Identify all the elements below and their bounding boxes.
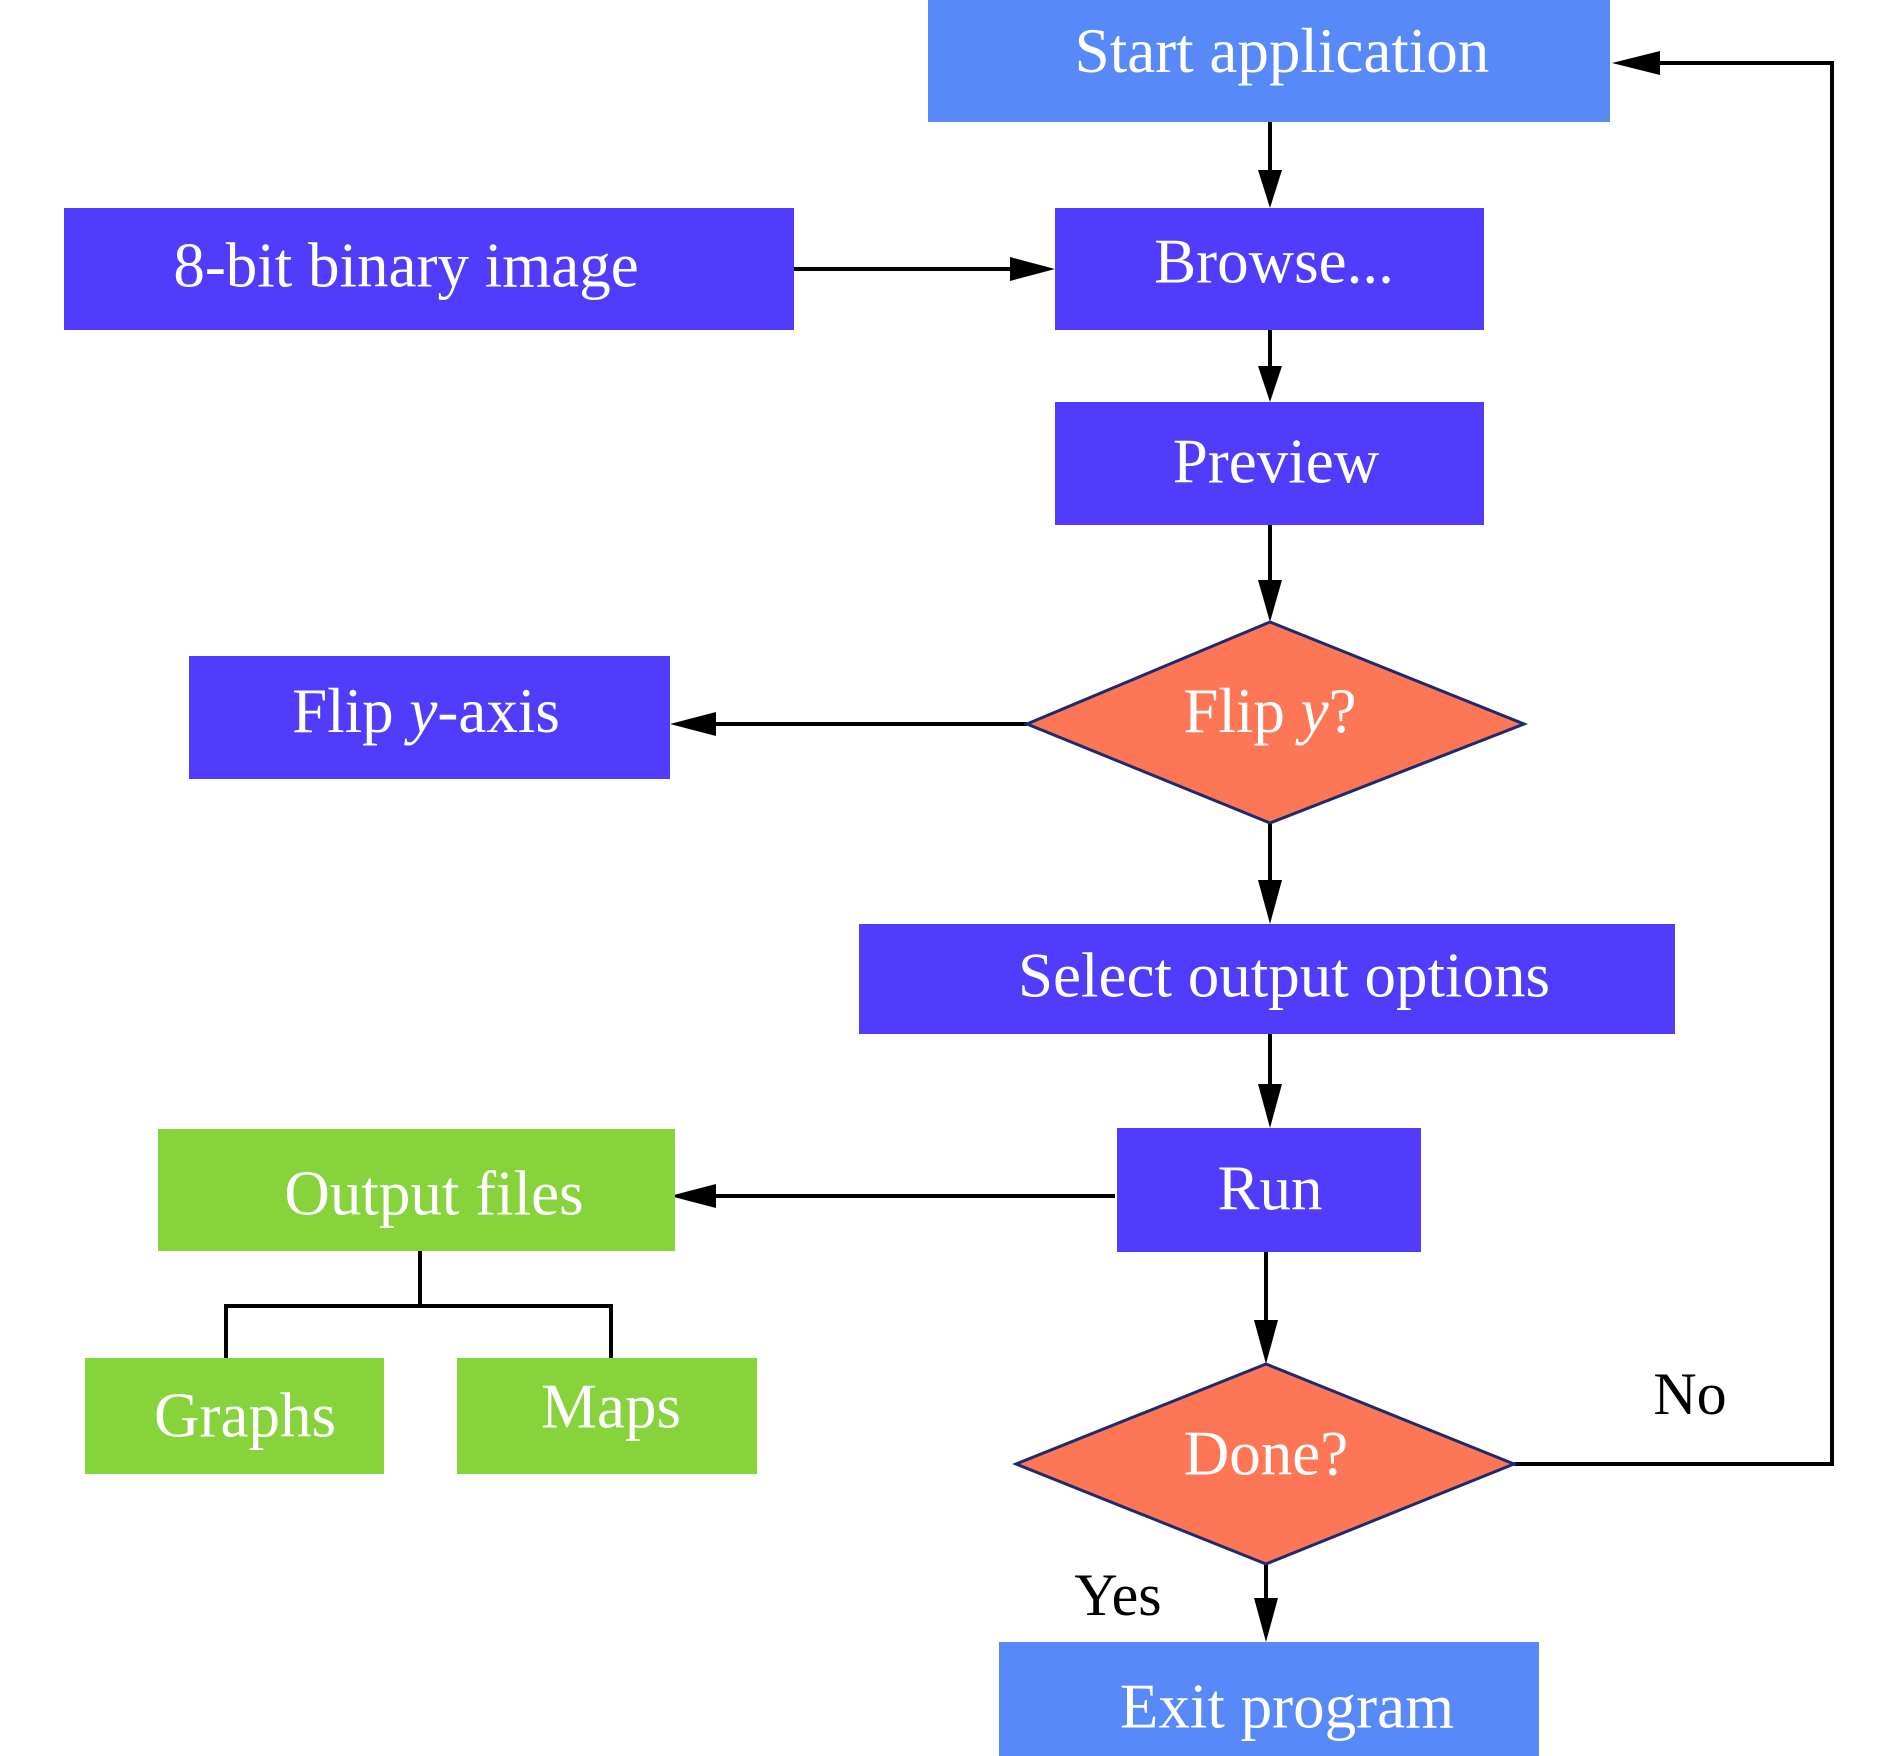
graphs-box — [85, 1358, 384, 1474]
flip-decision-label: Flip y? — [1183, 676, 1356, 746]
binary-image-label: 8-bit binary image — [173, 230, 638, 300]
output-files-node: Output files — [158, 1129, 675, 1251]
exit-label: Exit program — [1120, 1671, 1454, 1741]
arrowhead-preview-top — [1258, 366, 1282, 402]
exit-box — [999, 1642, 1539, 1756]
arrowhead-exit-top — [1254, 1598, 1278, 1642]
done-decision-node: Done? — [1011, 1362, 1519, 1566]
maps-box — [457, 1358, 757, 1474]
start-node: Start application — [928, 0, 1610, 122]
arrowhead-select-top — [1258, 880, 1282, 924]
flip-decision-node: Flip y? — [1023, 620, 1529, 825]
arrowhead-output-right — [670, 1184, 716, 1208]
maps-node: Maps — [457, 1358, 757, 1474]
run-label: Run — [1217, 1153, 1322, 1223]
edge-done-to-start-loop — [1514, 61, 1834, 1466]
binary-image-box — [64, 208, 794, 330]
flip-decision-italic: y — [1295, 676, 1329, 746]
flip-axis-suffix: -axis — [437, 676, 559, 746]
flip-axis-node: Flip y-axis — [189, 656, 670, 779]
run-box — [1117, 1128, 1421, 1252]
select-output-node: Select output options — [859, 924, 1675, 1034]
flip-decision-prefix: Flip — [1183, 676, 1300, 746]
exit-node: Exit program — [999, 1642, 1539, 1756]
graphs-node: Graphs — [85, 1358, 384, 1474]
arrowhead-start-right — [1612, 51, 1660, 75]
arrowhead-browse-top — [1258, 170, 1282, 208]
edge-output-tree-branch — [224, 1304, 613, 1358]
browse-box — [1055, 208, 1484, 330]
arrowhead-flipaxis-right — [670, 712, 716, 736]
select-output-label: Select output options — [1018, 940, 1550, 1010]
arrowhead-run-top — [1258, 1084, 1282, 1128]
done-decision-diamond — [1011, 1362, 1519, 1566]
flip-decision-diamond — [1023, 620, 1529, 825]
edge-label-no: No — [1653, 1361, 1726, 1427]
edge-label-yes: Yes — [1074, 1562, 1161, 1628]
select-output-box — [859, 924, 1675, 1034]
preview-label: Preview — [1173, 426, 1380, 496]
flip-axis-box — [189, 656, 670, 779]
browse-label: Browse... — [1154, 226, 1394, 296]
arrowhead-done-top — [1254, 1320, 1278, 1364]
flip-axis-prefix: Flip — [292, 676, 409, 746]
graphs-label: Graphs — [154, 1380, 336, 1450]
browse-node: Browse... — [1055, 208, 1484, 330]
flip-axis-label: Flip y-axis — [292, 676, 560, 746]
binary-image-node: 8-bit binary image — [64, 208, 794, 330]
output-files-label: Output files — [284, 1158, 583, 1228]
start-label: Start application — [1075, 16, 1490, 86]
arrowhead-browse-left — [1010, 257, 1055, 281]
start-box — [928, 0, 1610, 122]
maps-label: Maps — [541, 1371, 681, 1441]
run-node: Run — [1117, 1128, 1421, 1252]
preview-node: Preview — [1055, 402, 1484, 525]
arrowhead-flip-top — [1258, 580, 1282, 622]
preview-box — [1055, 402, 1484, 525]
output-files-box — [158, 1129, 675, 1251]
flip-decision-suffix: ? — [1329, 676, 1357, 746]
flip-axis-italic: y — [403, 676, 437, 746]
edges — [224, 51, 1834, 1642]
done-decision-label: Done? — [1184, 1418, 1348, 1488]
